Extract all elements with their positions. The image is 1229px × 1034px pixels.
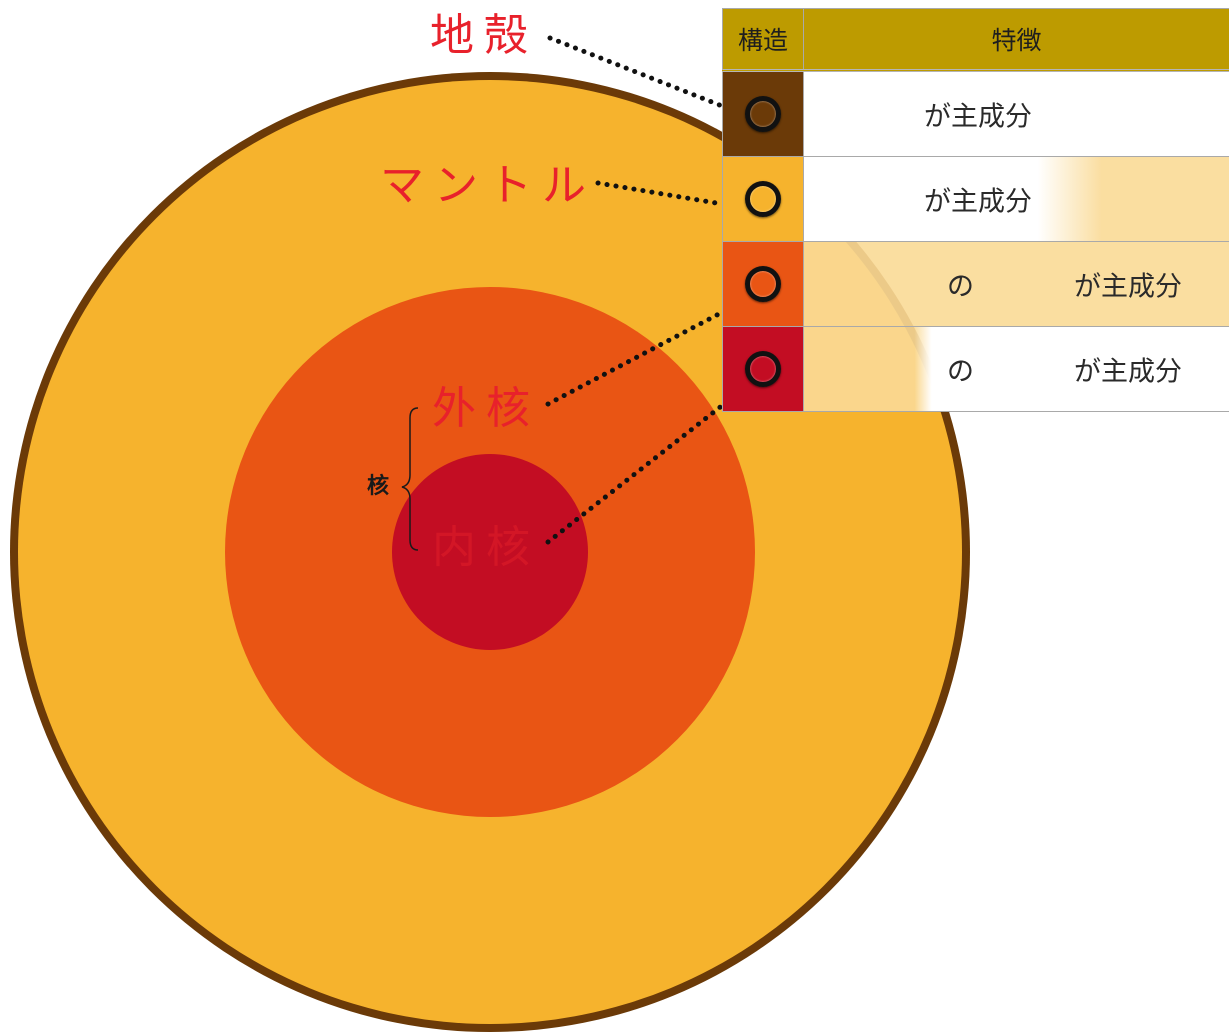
mantle-feature: が主成分 <box>804 157 1229 241</box>
header-structure: 構造 <box>722 9 804 69</box>
table-header: 構造 特徴 <box>722 8 1229 72</box>
inner-core-label: 内核 <box>432 522 540 573</box>
ring-marker-icon <box>745 96 781 132</box>
table-row-inner-core: の が主成分 <box>722 327 1229 412</box>
core-group-label: 核 <box>367 473 389 499</box>
mantle-leader-line <box>595 180 725 207</box>
inner-core-layer <box>392 454 588 650</box>
outer-core-feature: の が主成分 <box>804 242 1229 326</box>
ring-marker-icon <box>745 266 781 302</box>
inner-core-swatch <box>722 327 804 411</box>
crust-label: 地殻 <box>430 10 538 61</box>
feature-text: が主成分 <box>1074 271 1182 303</box>
mantle-label: マントル <box>380 160 596 211</box>
core-bracket <box>401 407 419 551</box>
crust-feature: が主成分 <box>804 72 1229 156</box>
table-row-outer-core: の が主成分 <box>722 242 1229 327</box>
outer-core-leader-line <box>545 303 737 407</box>
feature-text: が主成分 <box>924 101 1032 133</box>
ring-marker-icon <box>745 181 781 217</box>
structure-feature-table: 構造 特徴 が主成分 が主成分 の が主成分 <box>722 8 1229 412</box>
table-row-mantle: が主成分 <box>722 157 1229 242</box>
header-feature: 特徴 <box>991 26 1042 55</box>
crust-swatch <box>722 72 804 156</box>
crust-leader-line <box>547 35 725 109</box>
outer-core-swatch <box>722 242 804 326</box>
table-row-crust: が主成分 <box>722 72 1229 157</box>
feature-text-particle: の <box>947 271 974 303</box>
feature-text: が主成分 <box>1074 356 1182 388</box>
feature-text-particle: の <box>947 356 974 388</box>
mantle-swatch <box>722 157 804 241</box>
feature-text: が主成分 <box>924 186 1032 218</box>
outer-core-label: 外核 <box>432 383 540 434</box>
ring-marker-icon <box>745 351 781 387</box>
inner-core-feature: の が主成分 <box>804 327 1229 411</box>
